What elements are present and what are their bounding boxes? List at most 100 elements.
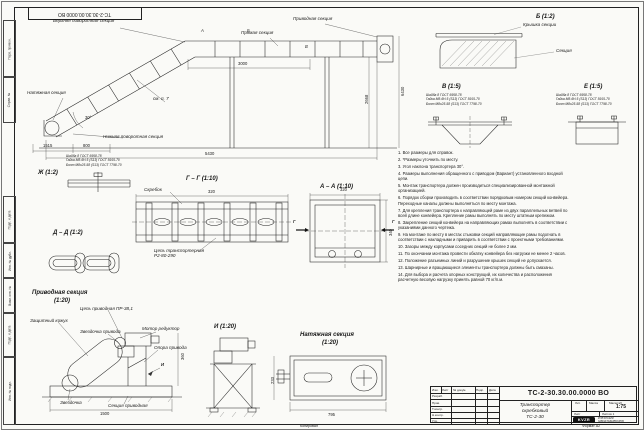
- tb-col-doc: № докум.: [453, 388, 467, 393]
- label-drive-section-part: Секция приводная: [108, 403, 148, 408]
- note-item: 7. Для крепления транспортера к направля…: [398, 207, 568, 218]
- spec-nut: Гайка М8-6Н.5 (S13) ГОСТ 5915-70: [66, 158, 120, 163]
- title-block: Изм. Лист № докум. Подп. Дата Разраб. Пр…: [430, 386, 638, 424]
- section-gg-title: Г – Г (1:10): [186, 176, 218, 182]
- note-item: 5. Монтаж транспортера должен производит…: [398, 182, 555, 194]
- detail-zh-title: Ж (1:2): [38, 170, 58, 176]
- main-conveyor-view: Верхняя поворотная секция Приводная секц…: [25, 16, 405, 168]
- margin-cell-inv-dubl: Инв. № дубл.: [3, 242, 16, 279]
- tb-col-podp: Подп.: [476, 388, 484, 393]
- tb-sheets-label: Листов 1: [602, 411, 615, 416]
- detail-zh-linework: [67, 172, 131, 192]
- copied-by-label: Копировал: [300, 424, 319, 428]
- label-section-cover: Крышка секции: [523, 22, 557, 27]
- cut-marker-g-right: Г: [392, 219, 395, 224]
- detail-e-linework: [568, 115, 626, 145]
- dim-aa-width: 320: [340, 187, 347, 192]
- label-section: Секция: [556, 48, 572, 53]
- spec-washer: Шайба 8 ГОСТ 6958-78: [426, 93, 462, 97]
- label-conveyor-chain-line2: Р2-80-290: [154, 253, 176, 259]
- drive-view-title: Приводная секция: [32, 290, 88, 296]
- tb-mass-label: Масса: [589, 400, 598, 405]
- detail-zh: Шайба 8 ГОСТ 6958-78 Гайка М8-6Н.5 (S13)…: [38, 154, 138, 196]
- detail-dd: Д – Д (1:2): [33, 226, 135, 282]
- tb-divider: [586, 400, 587, 411]
- tb-divider: [431, 393, 499, 395]
- label-sprocket: Звездочка: [60, 400, 82, 405]
- note-item: 10. Зазоры между корпусами соседних секц…: [398, 244, 518, 250]
- margin-cell-perv-primen: Перв. примен.: [3, 20, 16, 78]
- label-upper-turn-section: Верхняя поворотная секция: [53, 18, 115, 23]
- spec-nut: Гайка М8-6Н.5 (S13) ГОСТ 5915-70: [556, 97, 610, 102]
- cut-marker-g-left: Г: [293, 219, 296, 224]
- margin-cell-podp1: Подп. и дата: [3, 196, 16, 244]
- main-conveyor-linework: [32, 23, 400, 160]
- label-conveyor-chain-line1: Цепь транспортерная: [154, 248, 205, 253]
- tb-designation: ТС-2-30.30.00.0000 ВО: [527, 390, 610, 397]
- tb-sheet-label: Лист: [574, 411, 581, 416]
- tb-divider: [571, 416, 638, 417]
- section-gg: Г – Г (1:10) Скребок 320 Цеп: [128, 176, 296, 272]
- note-item: 2. *Размеры уточнить по месту.: [398, 156, 459, 162]
- margin-label: Справ. №: [7, 92, 12, 107]
- tb-name: Транспортер скребковый ТС-2-30: [499, 400, 571, 424]
- dim-top-run: 3000: [238, 61, 248, 66]
- view-marker-i: И: [161, 362, 165, 367]
- detail-dd-linework: [48, 252, 120, 274]
- tb-name-line1: Транспортер: [519, 403, 551, 409]
- fastener-spec-zh: Шайба 8 ГОСТ 6958-78 Гайка М8-6Н.5 (S13)…: [66, 154, 122, 167]
- margin-cell-vzam: Взам. инв. №: [3, 277, 16, 314]
- dim-angle: 30°: [85, 115, 92, 120]
- tb-divider: [451, 387, 452, 424]
- margin-label: Взам. инв. №: [7, 285, 12, 306]
- detail-v: В (1:5) Шайба 8 ГОСТ 6958-78 Гайка М8-6Н…: [420, 84, 520, 150]
- note-item: 11. По окончании монтажа провести обкатк…: [398, 251, 566, 257]
- spec-bolt: Болт М8х25-58 (S13) ГОСТ 7798-70: [426, 101, 482, 106]
- dim-tail: 1515: [43, 143, 53, 148]
- tb-scale-label: Масштаб: [609, 400, 622, 405]
- tb-divider: [499, 387, 500, 424]
- note-item: 4. Размеры выполнения обращенного с прив…: [398, 170, 563, 182]
- note-item: 1. Все размеры для справок.: [398, 150, 454, 155]
- tb-row-nkontr: Н.контр.: [432, 413, 444, 417]
- section-aa-title: А – А (1:10): [320, 184, 354, 190]
- section-aa-linework: [296, 193, 394, 268]
- dim-right-height: 2668: [364, 94, 369, 104]
- corner-stamp: ТС-2-30.30.00.0000 ВО: [28, 7, 142, 20]
- note-item: 9. На монтаже по месту в местах стыковки…: [398, 232, 565, 243]
- label-see-note: см. п. 7: [153, 96, 169, 101]
- tb-col-izm: Изм.: [432, 388, 439, 393]
- spec-washer: Шайба 8 ГОСТ 6958-78: [556, 93, 592, 97]
- tb-divider: [431, 399, 499, 401]
- tb-company-line1: КУРГАНСКИЙ: [598, 416, 614, 420]
- technical-notes: 1. Все размеры для справок. 2. *Размеры …: [398, 150, 570, 382]
- detail-v-linework: [428, 116, 512, 148]
- tb-divider: [431, 405, 499, 407]
- spec-nut: Гайка М8-6Н.5 (S13) ГОСТ 5915-70: [426, 97, 480, 102]
- tb-scale-value: 1:75: [615, 404, 626, 410]
- dim-total-height: 6430: [400, 86, 405, 96]
- tb-divider: [571, 411, 638, 412]
- tb-row-utv: Утв.: [432, 419, 438, 424]
- label-guard: Защитный кожух: [30, 318, 68, 323]
- margin-label: Инв. № дубл.: [7, 250, 12, 271]
- tb-divider: [475, 387, 476, 424]
- note-item: 6. Порядок сборки производить в соответс…: [398, 195, 569, 206]
- sheet-inner-frame: [14, 7, 639, 425]
- dim-tension-length: 795: [328, 412, 335, 417]
- dim-drive-length: 1500: [100, 411, 110, 416]
- label-scraper: Скребок: [144, 187, 162, 192]
- format-label: Формат А2: [582, 424, 601, 428]
- label-lower-turn-section: Нижняя поворотная секция: [103, 134, 164, 139]
- margin-cell-sprav: Справ. №: [3, 76, 16, 123]
- tb-divider: [431, 417, 499, 419]
- note-item: 3. Угол наклона транспортера 30°.: [398, 163, 465, 169]
- tension-view-title: Натяжная секция: [300, 332, 354, 338]
- note-item: 14. Для выбора и расчета опорных констру…: [398, 271, 552, 283]
- detail-v-title: В (1:5): [442, 84, 461, 90]
- section-gg-linework: [132, 191, 292, 253]
- drive-view-scale: (1:20): [54, 298, 71, 304]
- note-item: 12. Положение разъемных линий и разрушен…: [398, 258, 552, 264]
- tb-divider: [487, 387, 488, 424]
- drive-view-linework: [42, 309, 182, 412]
